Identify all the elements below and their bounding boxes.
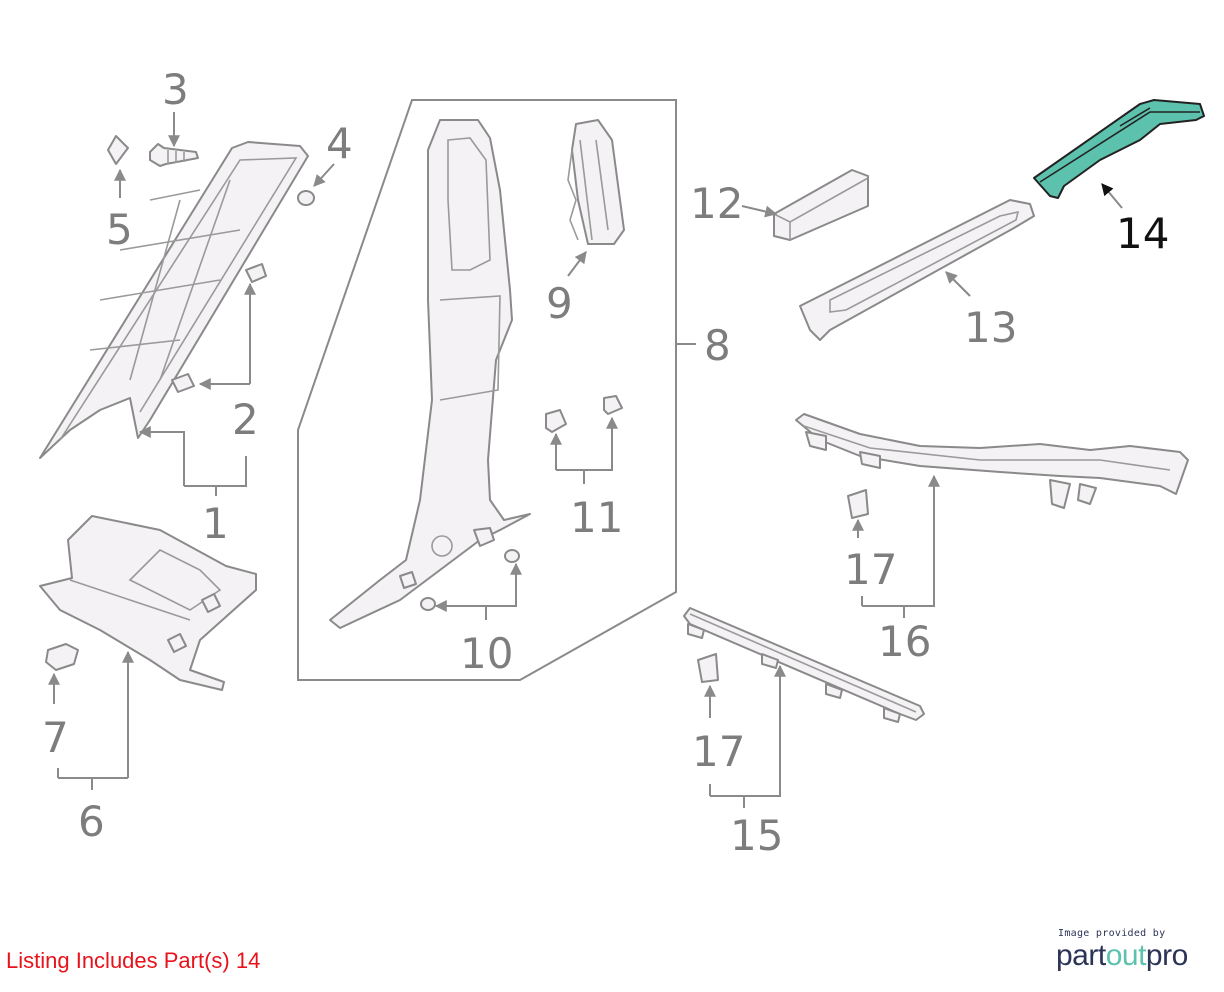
part-10-plugs [420, 549, 520, 611]
part-13-sill-plate [799, 199, 1035, 341]
part-7-clip [45, 643, 79, 671]
callout-11: 11 [570, 493, 623, 542]
part-5-clip [107, 135, 129, 165]
callout-3: 3 [162, 65, 189, 114]
callout-labels: 3 4 5 2 1 7 6 9 8 11 10 12 13 14 17 16 1… [42, 65, 1169, 860]
callout-17-lower: 17 [692, 727, 745, 776]
callout-8: 8 [704, 321, 731, 370]
callout-1: 1 [202, 499, 229, 548]
callout-6: 6 [78, 797, 105, 846]
part-17-clip-upper [847, 489, 869, 519]
part-9-adjuster [567, 119, 625, 245]
callout-17-upper: 17 [844, 545, 897, 594]
part-14-highlighted-trim [1033, 99, 1205, 199]
callout-15: 15 [730, 811, 783, 860]
part-8-group-box [297, 99, 677, 681]
provider-credit: Image provided by partoutpro [1056, 928, 1206, 973]
part-17-clip-lower [697, 653, 719, 683]
partoutpro-logo: partoutpro [1056, 939, 1206, 973]
callout-4: 4 [326, 119, 353, 168]
part-6-lower-trim [39, 515, 257, 691]
part-12-block [773, 169, 869, 241]
callout-14: 14 [1116, 209, 1169, 258]
callout-10: 10 [460, 629, 513, 678]
callout-2: 2 [232, 395, 259, 444]
logo-out: out [1105, 939, 1147, 972]
callout-12: 12 [690, 179, 743, 228]
part-4-plug [297, 190, 315, 206]
provider-caption: Image provided by [1058, 928, 1166, 939]
part-2-clips [171, 263, 267, 393]
part-15-sill-strip [683, 607, 925, 723]
part-1-a-pillar-trim [39, 141, 309, 459]
callout-9: 9 [546, 279, 573, 328]
part-8-b-pillar-trim [329, 119, 531, 629]
leader-lines [48, 112, 1123, 808]
callout-7: 7 [42, 713, 69, 762]
part-11-clips [545, 395, 623, 433]
part-3-screw [149, 143, 199, 167]
callout-13: 13 [964, 303, 1017, 352]
part-16-kick-panel [795, 413, 1189, 509]
callout-16: 16 [878, 617, 931, 666]
logo-part: part [1056, 939, 1106, 972]
logo-pro: pro [1145, 939, 1188, 972]
callout-5: 5 [106, 205, 133, 254]
listing-note: Listing Includes Part(s) 14 [6, 948, 261, 973]
